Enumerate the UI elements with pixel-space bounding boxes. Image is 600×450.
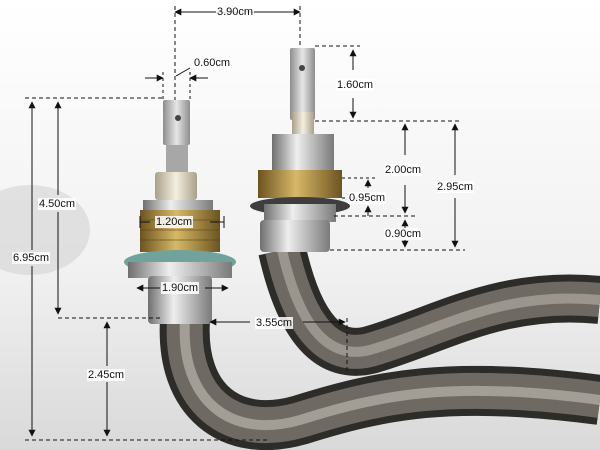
label-lower-height: 2.45cm bbox=[87, 369, 126, 381]
label-tube-spacing: 3.55cm bbox=[255, 317, 294, 329]
right-nut bbox=[258, 170, 342, 198]
label-tab-length: 1.60cm bbox=[336, 79, 375, 91]
label-total-height: 6.95cm bbox=[12, 252, 51, 264]
dimension-lines bbox=[25, 6, 465, 441]
heating-tubes bbox=[159, 244, 600, 450]
label-nut-height: 0.95cm bbox=[348, 192, 387, 204]
left-tab bbox=[163, 100, 190, 145]
label-collar-height: 0.90cm bbox=[384, 228, 423, 240]
left-tab-hole bbox=[175, 115, 181, 121]
label-terminal-spacing: 3.90cm bbox=[216, 6, 255, 18]
right-terminal bbox=[250, 48, 350, 252]
left-stem bbox=[166, 145, 188, 175]
right-tab bbox=[290, 48, 315, 120]
right-tab-hole bbox=[299, 65, 305, 71]
right-collar bbox=[260, 220, 330, 252]
label-tab-width: 0.60cm bbox=[193, 57, 232, 69]
left-insulator bbox=[155, 172, 197, 200]
right-insulator-top bbox=[292, 112, 314, 134]
label-insulator-height: 2.00cm bbox=[384, 164, 423, 176]
right-ring bbox=[264, 204, 336, 222]
label-thread-diameter: 1.20cm bbox=[155, 216, 194, 228]
left-washer bbox=[143, 200, 213, 212]
right-body bbox=[272, 134, 334, 170]
label-flange-width: 1.90cm bbox=[161, 282, 200, 294]
label-right-upper-height: 2.95cm bbox=[436, 181, 475, 193]
left-flange bbox=[128, 262, 232, 278]
label-left-upper-height: 4.50cm bbox=[38, 198, 77, 210]
